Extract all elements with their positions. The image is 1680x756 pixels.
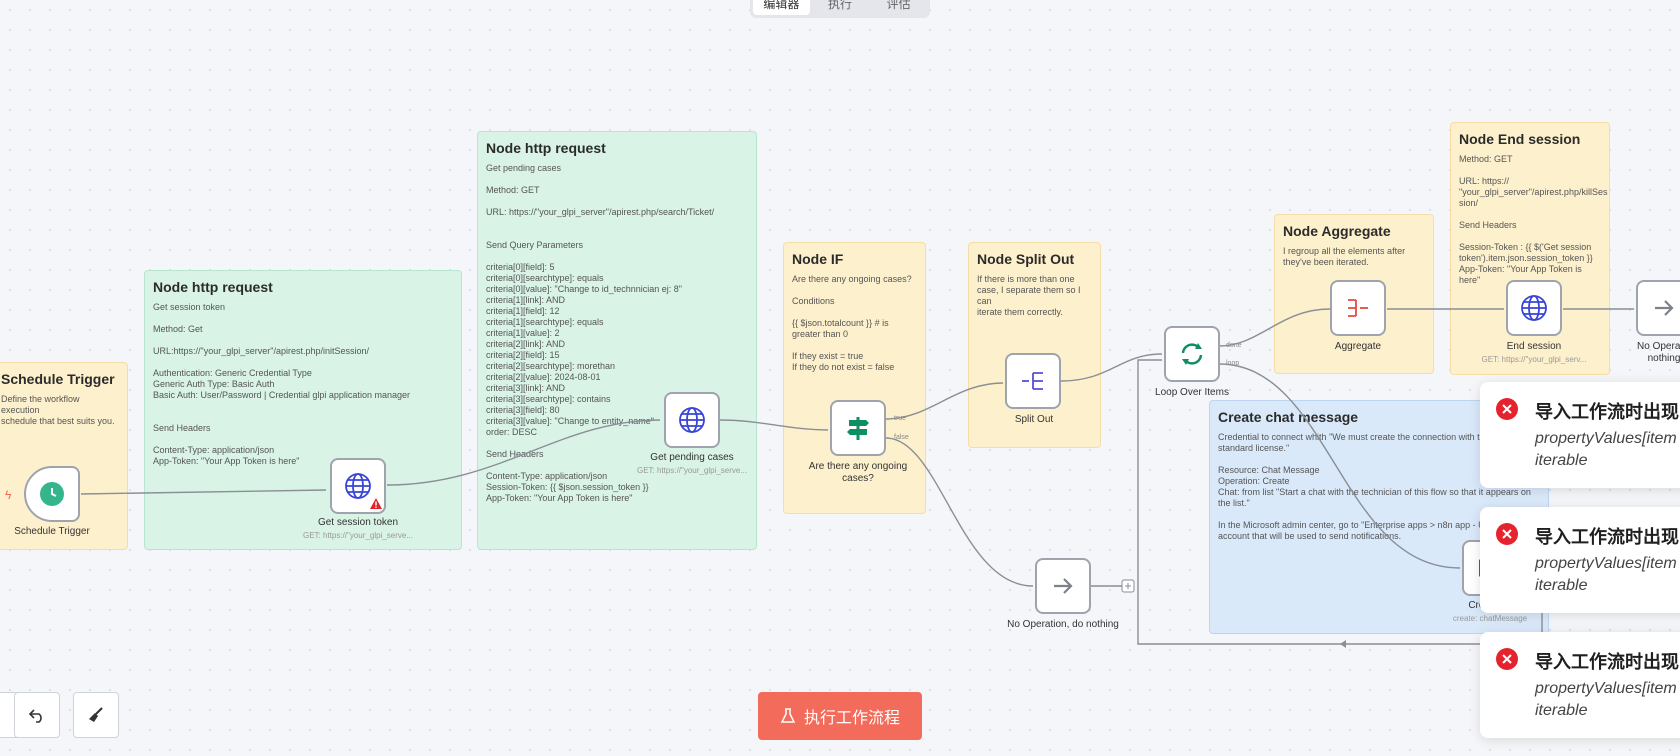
node-label: No Operatio nothing	[1637, 341, 1680, 364]
toast-title: 导入工作流时出现	[1535, 652, 1679, 672]
connection-split-loop	[1060, 353, 1163, 382]
note-title: Node End session	[1459, 131, 1581, 147]
loop-icon	[1181, 343, 1203, 365]
tidy-up-button[interactable]	[73, 692, 119, 738]
node-schedule-trigger[interactable]	[24, 466, 80, 522]
error-toast[interactable]: 导入工作流时出现 propertyValues[item iterable	[1480, 507, 1680, 613]
node-subtitle: GET: https://"your_glpi_serv...	[1481, 355, 1587, 364]
node-label: End session	[1506, 341, 1562, 352]
node-label: Loop Over Items	[1155, 387, 1229, 398]
flask-icon	[780, 708, 796, 723]
note-title: Schedule Trigger	[1, 371, 115, 387]
toast-title: 导入工作流时出现	[1535, 527, 1679, 547]
node-label: Split Out	[1014, 414, 1054, 425]
node-subtitle: GET: https://"your_glpi_serve...	[303, 531, 413, 540]
split-icon	[1022, 372, 1043, 390]
node-no-operation[interactable]	[1035, 558, 1091, 614]
toast-message: propertyValues[item iterable	[1535, 555, 1677, 594]
node-label: Get pending cases	[650, 452, 734, 463]
port-label-true: true	[894, 415, 907, 422]
node-label: Schedule Trigger	[14, 526, 90, 537]
node-split-out[interactable]	[1005, 353, 1061, 409]
connection-if-split	[885, 382, 1004, 420]
node-subtitle: GET: https://"your_glpi_serve...	[637, 466, 747, 475]
note-body: I regroup all the elements after they've…	[1283, 246, 1406, 267]
execute-workflow-label: 执行工作流程	[803, 710, 900, 727]
view-tabs: 编辑器 执行 评估	[750, 0, 930, 18]
sticky-note-split-out[interactable]: Node Split Out If there is more than one…	[968, 242, 1101, 448]
error-icon	[1496, 523, 1518, 545]
note-title: Node Aggregate	[1283, 223, 1391, 239]
execute-workflow-button[interactable]: 执行工作流程	[758, 692, 922, 740]
port-label-loop: loop	[1226, 360, 1240, 367]
globe-icon	[679, 407, 705, 433]
node-label: Are there any ongoing cases?	[808, 461, 908, 484]
undo-icon	[28, 709, 42, 723]
clock-icon	[40, 482, 64, 506]
node-label: Get session token	[317, 517, 399, 528]
error-icon	[1496, 398, 1518, 420]
connection-if-noop	[885, 437, 1034, 587]
connection-session-pending	[386, 419, 661, 486]
note-body: Method: GET URL: https:// "your_glpi_ser…	[1459, 154, 1608, 285]
error-toast[interactable]: 导入工作流时出现 propertyValues[item iterable	[1480, 632, 1680, 738]
connection-pending-if	[719, 419, 829, 431]
toast-message: propertyValues[item iterable	[1535, 680, 1677, 719]
sticky-note-pending-cases[interactable]: Node http request Get pending cases Meth…	[477, 131, 757, 550]
node-end-session[interactable]	[1506, 280, 1562, 336]
arrow-right-icon	[1655, 300, 1674, 316]
tab-executions[interactable]: 执行	[828, 0, 853, 11]
connection-chat-loop-back	[1137, 359, 1543, 645]
node-label: Aggregate	[1334, 341, 1382, 352]
broom-icon	[89, 707, 103, 722]
note-body: Get session token Method: Get URL:https:…	[153, 302, 410, 466]
note-title: Node Split Out	[977, 251, 1075, 267]
node-if-ongoing-cases[interactable]	[830, 400, 886, 456]
signpost-icon	[847, 417, 869, 440]
tab-evaluations[interactable]: 评估	[886, 0, 911, 11]
port-label-done: done	[1226, 342, 1242, 349]
note-body: Are there any ongoing cases? Conditions …	[792, 274, 912, 372]
sticky-note-session-token[interactable]: Node http request Get session token Meth…	[144, 270, 462, 550]
error-toast[interactable]: 导入工作流时出现 propertyValues[item iterable	[1480, 382, 1680, 488]
note-body: Get pending cases Method: GET URL: https…	[486, 163, 715, 503]
toast-title: 导入工作流时出现	[1535, 402, 1679, 422]
connection-schedule-session	[80, 489, 327, 495]
arrow-right-icon	[1054, 578, 1073, 594]
note-title: Node http request	[153, 279, 273, 295]
tab-editor[interactable]: 编辑器	[753, 0, 810, 15]
note-title: Node IF	[792, 251, 844, 267]
sticky-note-if[interactable]: Node IF Are there any ongoing cases? Con…	[783, 242, 926, 514]
globe-icon	[1521, 295, 1547, 321]
note-title: Create chat message	[1218, 409, 1359, 425]
note-body: If there is more than one case, I separa…	[977, 274, 1081, 317]
node-no-operation-right[interactable]	[1636, 280, 1680, 336]
node-subtitle: create: chatMessage	[1452, 614, 1528, 623]
note-title: Node http request	[486, 140, 606, 156]
toast-message: propertyValues[item iterable	[1535, 430, 1677, 469]
node-loop-over-items[interactable]	[1164, 326, 1220, 382]
aggregate-icon	[1348, 299, 1368, 317]
node-aggregate[interactable]	[1330, 280, 1386, 336]
port-label-false: false	[894, 434, 909, 441]
node-get-session-token[interactable]	[330, 458, 386, 514]
error-icon	[1496, 648, 1518, 670]
node-label: No Operation, do nothing	[1007, 619, 1119, 630]
warning-icon[interactable]	[370, 498, 382, 510]
node-get-pending-cases[interactable]	[664, 392, 720, 448]
note-body: Define the workflow execution schedule t…	[1, 394, 115, 426]
connection-loop-aggregate	[1218, 308, 1331, 347]
globe-icon	[345, 473, 371, 499]
trigger-bolt-icon: ϟ	[5, 488, 12, 502]
undo-button[interactable]	[14, 692, 60, 738]
connection-loop-chat	[1218, 363, 1461, 569]
